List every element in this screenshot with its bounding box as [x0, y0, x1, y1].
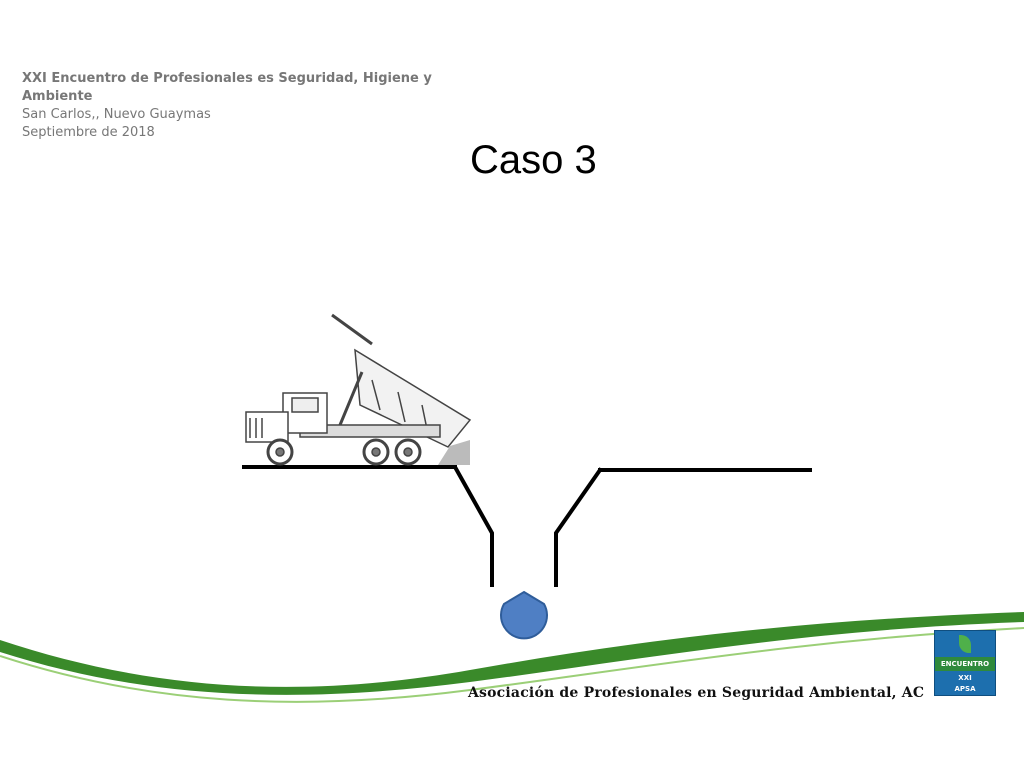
encuentro-logo: ENCUENTRO XXI APSA [934, 630, 996, 696]
event-title-line1: XXI Encuentro de Profesionales es Seguri… [22, 71, 432, 86]
leaf-icon [959, 635, 971, 653]
dump-truck-icon [245, 313, 472, 466]
event-date: Septiembre de 2018 [22, 125, 155, 140]
green-swoosh-highlight [0, 627, 1024, 703]
header-block: XXI Encuentro de Profesionales es Seguri… [22, 70, 462, 142]
logo-band-text: ENCUENTRO XXI [935, 657, 995, 682]
pit-outline [242, 464, 812, 587]
green-swoosh [0, 612, 1024, 695]
event-location: San Carlos,, Nuevo Guaymas [22, 107, 211, 122]
pacman-ball-icon [500, 590, 548, 640]
event-title-line2: Ambiente [22, 89, 93, 104]
association-name: Asociación de Profesionales en Seguridad… [468, 685, 925, 701]
slide-title: Caso 3 [470, 138, 597, 182]
pit-left-wall [452, 464, 494, 587]
pit-right-wall [554, 467, 603, 587]
logo-bottom-text: APSA [954, 685, 976, 693]
